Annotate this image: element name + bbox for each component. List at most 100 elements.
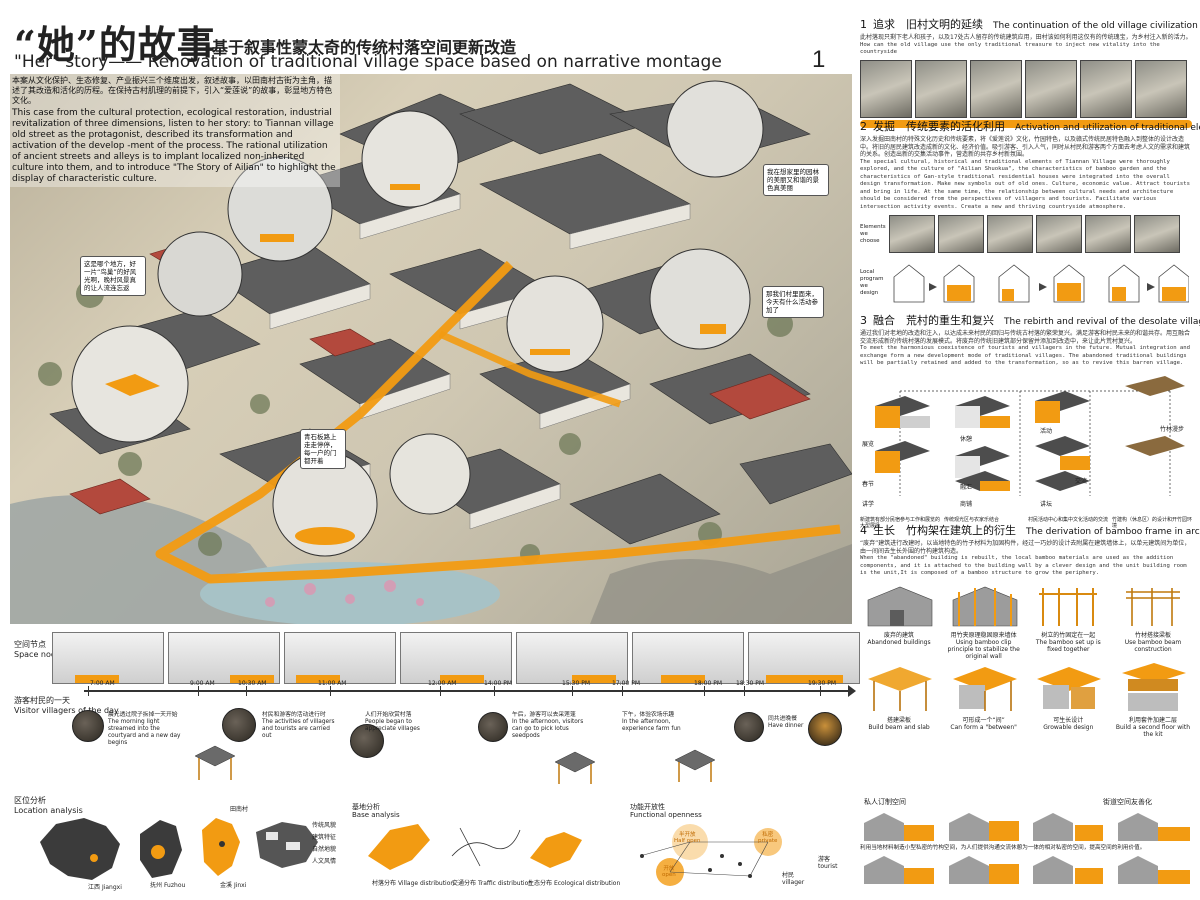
program-label: 商铺 xyxy=(960,500,972,508)
section-5: 私人订制空间 街道空间友善化 利用当地材料制造小型私密的竹构空间，为人们提供沟通… xyxy=(860,797,1192,886)
bamboo-step: 用竹夹原理稳固原来墙体 Using bamboo clip principle … xyxy=(945,582,1023,660)
base-analysis-maps xyxy=(368,824,582,870)
poster-title-cn: “她”的故事 xyxy=(14,22,216,67)
bamboo-step: 竹材搭接梁板 Use bamboo beam construction xyxy=(1114,582,1192,660)
village-photo xyxy=(1025,59,1077,118)
section-4-number: 4 xyxy=(860,524,867,537)
step-cn: 用竹夹原理稳固原来墙体 xyxy=(950,631,1017,639)
section-3-title-en: The rebirth and revival of the desolate … xyxy=(1004,317,1200,327)
base-item: 交通分布 Traffic distribution xyxy=(452,880,533,887)
section-1-photo-strip xyxy=(860,59,1192,118)
timeline-time: 11:00 AM xyxy=(318,680,347,687)
section-1-body-cn: 此村落现只剩下老人和孩子，以及17处古人留存的传统建筑应用，田村该如何利用这仅有… xyxy=(860,34,1192,41)
program-label: 休憩 xyxy=(960,435,972,443)
space-node xyxy=(516,632,628,684)
speech-bubble-1: 这是哪个地方，好一片“鸟巢”的好风光啊，晚村风景真的让人流连忘返 xyxy=(80,256,146,296)
step-en: Growable design xyxy=(1043,723,1094,731)
timeline-tick xyxy=(494,686,495,696)
base-item: 生态分布 Ecological distribution xyxy=(528,880,621,887)
element-photo xyxy=(987,215,1033,253)
timeline-pavilions xyxy=(195,745,716,784)
village-photo xyxy=(1080,59,1132,118)
program-label: 活动 xyxy=(1040,427,1052,435)
section-1-body-en: How can the old village use the only tra… xyxy=(860,41,1160,56)
program-row: Local program we design xyxy=(860,257,1192,309)
section-5-headings: 私人订制空间 街道空间友善化 xyxy=(860,797,1192,807)
program-label: 交流 xyxy=(1075,477,1087,485)
timeline-time: 12:00 AM xyxy=(428,680,457,687)
speech-bubble-4: 那我们村里面来，今天有什么活动参加了 xyxy=(762,286,824,318)
element-photo xyxy=(1085,215,1131,253)
intro-text-block: 本案从文化保护、生态修复、产业振兴三个维度出发，叙述故事，以田南村古街为主角，描… xyxy=(10,74,340,187)
section-2-title-cn: 发掘 传统要素的活化利用 xyxy=(873,120,1005,133)
event-photo xyxy=(72,710,104,742)
space-diagrams-row-2 xyxy=(860,854,1192,886)
program-label: 讲学 xyxy=(862,500,874,508)
legend-item: 建筑特征 xyxy=(312,834,337,841)
event-photo xyxy=(808,712,842,746)
place-label: 江西 Jiangxi xyxy=(88,884,122,891)
section-2-body-en: The special cultural, historical and tra… xyxy=(860,158,1191,210)
timeline-time: 10:30 AM xyxy=(238,680,267,687)
axonometric-village-map: 本案从文化保护、生态修复、产业振兴三个维度出发，叙述故事，以田南村古街为主角，描… xyxy=(10,74,852,624)
step-cn: 利用套件加建二层 xyxy=(1128,716,1177,724)
day-label-cn: 游客村民的一天 xyxy=(14,696,70,705)
street-space-title: 街道空间友善化 xyxy=(1103,798,1152,806)
timeline-tick xyxy=(440,686,441,696)
step-en: Can form a "between" xyxy=(950,723,1017,731)
program-diagrams xyxy=(893,264,1189,303)
place-label: 金溪 Jinxi xyxy=(220,882,247,889)
timeline-tick xyxy=(246,686,247,696)
village-photo xyxy=(860,59,912,118)
timeline-axis xyxy=(84,690,854,692)
program-label: 春节 xyxy=(862,480,874,488)
program-label: 讲坛 xyxy=(1040,500,1052,508)
event-photo xyxy=(478,712,508,742)
program-label: 融汇 xyxy=(960,483,972,491)
intro-text-en: This case from the cultural protection, … xyxy=(12,108,336,184)
network-caption: 竹建构（休息区）的设计和开竹园环境 xyxy=(1112,516,1193,529)
section-4-body-en: When the "abandoned" building is rebuilt… xyxy=(860,555,1187,576)
space-node xyxy=(632,632,744,684)
network-caption: 村民活动中心和集中文化活动的交流 xyxy=(1028,516,1109,523)
bamboo-step: 树立的竹固定在一起 The bamboo set up is fixed tog… xyxy=(1029,582,1107,660)
event-photo xyxy=(350,724,384,758)
timeline-arrow-icon xyxy=(848,685,856,697)
village-photo xyxy=(1135,59,1187,118)
elements-label: Elements we choose xyxy=(860,223,886,244)
timeline-time: 17:00 PM xyxy=(612,680,640,687)
location-label-cn: 区位分析 xyxy=(14,796,46,805)
section-1-title-en: The continuation of the old village civi… xyxy=(993,21,1198,31)
section-1-accent-strip xyxy=(860,119,1192,128)
space-node xyxy=(748,632,860,684)
step-cn: 废弃的建筑 xyxy=(883,631,914,639)
base-item: 村落分布 Village distribution xyxy=(372,880,455,887)
space-node-strip xyxy=(52,632,860,684)
space-node-label-cn: 空间节点 xyxy=(14,640,46,649)
timeline-time: 18:30 PM xyxy=(736,680,764,687)
space-node xyxy=(284,632,396,684)
location-label-en: Location analysis xyxy=(14,806,83,815)
narrative-path xyxy=(155,260,841,584)
poster-subtitle-cn: 基于叙事性蒙太奇的传统村落空间更新改造 xyxy=(212,38,517,57)
village-photo xyxy=(970,59,1022,118)
elements-row: Elements we choose xyxy=(860,215,1192,253)
step-en: Use bamboo beam construction xyxy=(1124,638,1182,653)
section-1-title-cn: 追求 旧村文明的延续 xyxy=(873,18,983,31)
program-label: 展览 xyxy=(862,440,874,448)
timeline-tick xyxy=(88,686,89,696)
bamboo-step: 可生长设计 Growable design xyxy=(1029,663,1107,738)
bamboo-steps-top: 废弃的建筑 Abandoned buildings 用竹夹原理稳固原来墙体 Us… xyxy=(860,582,1192,660)
